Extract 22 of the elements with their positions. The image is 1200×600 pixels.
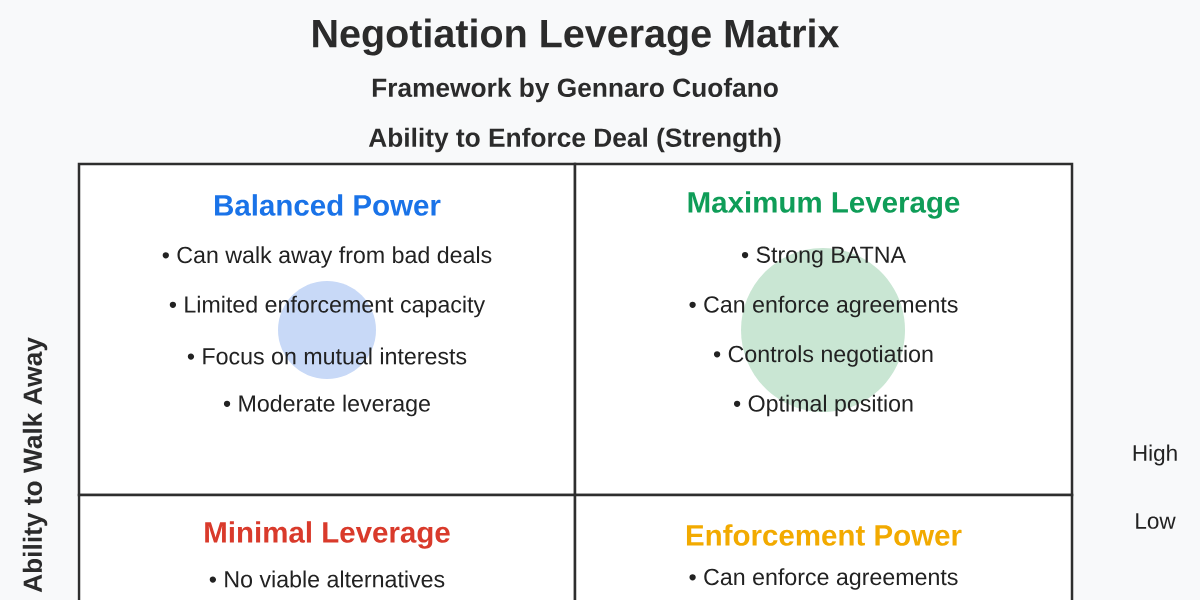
bullet-item: • Controls negotiation [713,345,933,367]
bullet-item: • Limited enforcement capacity [169,295,486,318]
bullet-item: • Moderate leverage [223,394,430,417]
bullet-item: • Can enforce agreements [689,295,958,318]
axis-label: Ability to Enforce Deal (Strength) [368,127,781,153]
quadrant-cell [573,493,1074,600]
subtitle: Framework by Gennaro Cuofano [372,77,778,103]
axis-label: Ability to Walk Away [22,337,48,593]
bullet-item: • Can walk away from bad deals [162,246,492,268]
quadrant-cell [77,493,577,600]
quadrant-heading: Maximum Leverage [688,191,960,219]
quadrant-heading: Enforcement Power [686,524,962,546]
bullet-item: • No viable alternatives [209,570,445,588]
bullet-item: • Strong BATNA [741,246,906,268]
level-label: High [1133,444,1177,466]
quadrant-heading: Balanced Power [215,194,441,216]
bullet-item: • Can enforce agreements [689,568,958,590]
title: Negotiation Leverage Matrix [313,18,840,56]
level-label: Low [1136,513,1176,529]
bullet-item: • Focus on mutual interests [187,347,467,365]
quadrant-heading: Minimal Leverage [205,521,450,549]
bullet-item: • Optimal position [733,394,913,417]
